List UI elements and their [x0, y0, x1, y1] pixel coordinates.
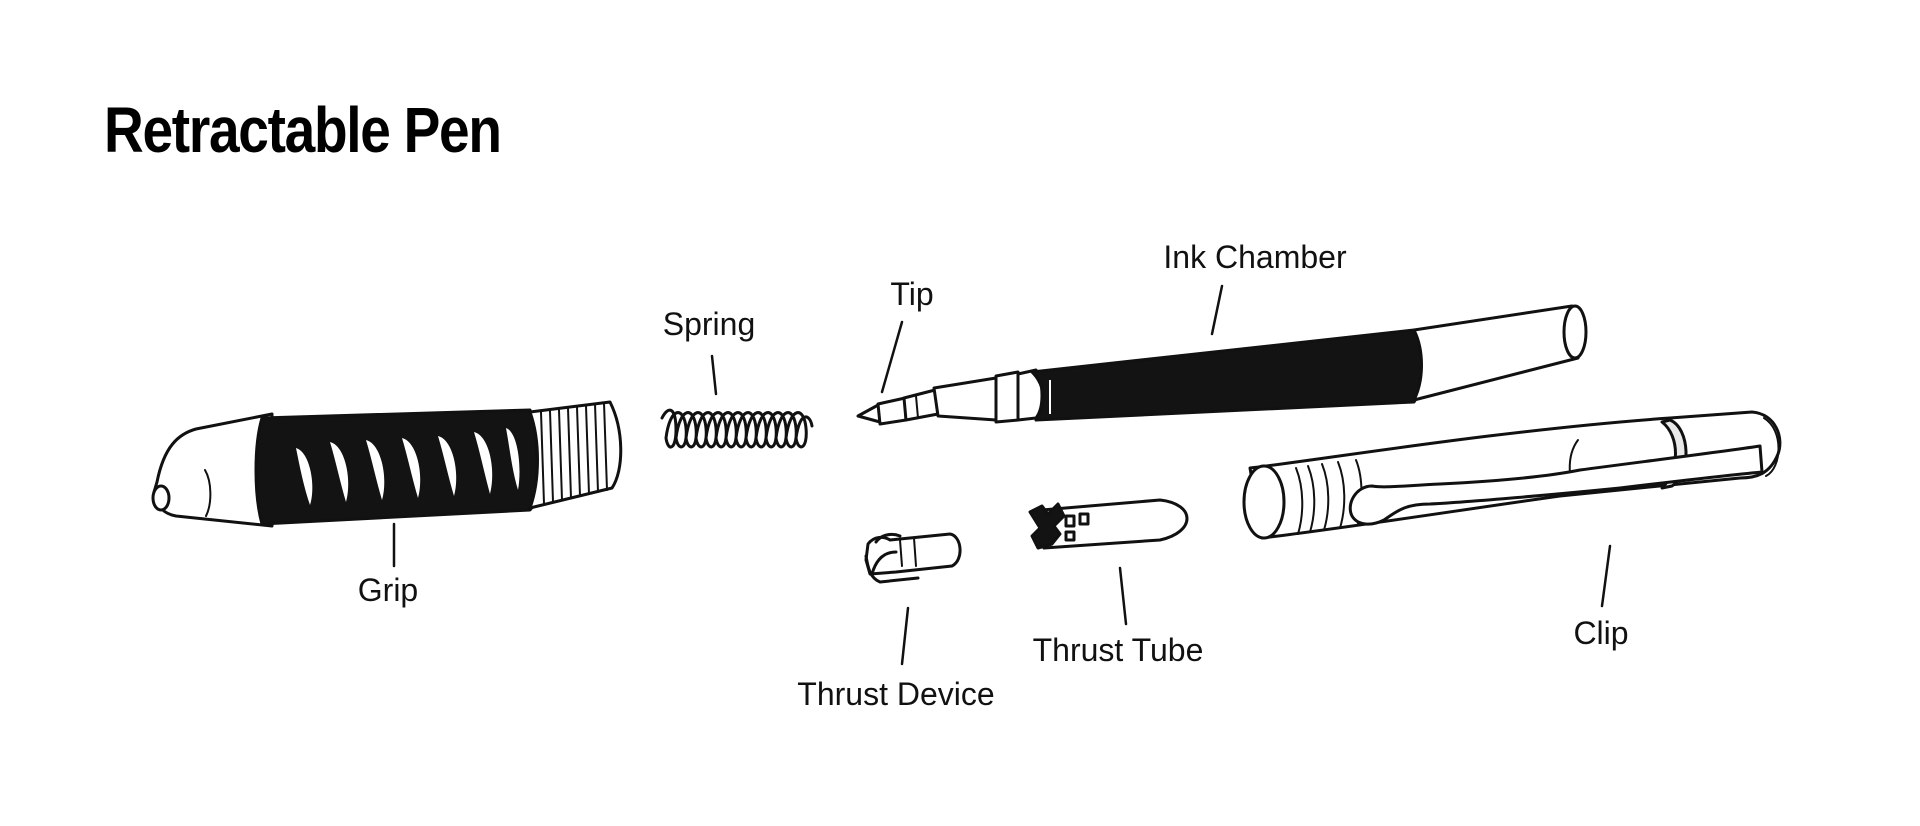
clip-part [1242, 410, 1782, 540]
leader-spring [710, 354, 718, 396]
thrust-device-part [864, 532, 962, 584]
clip-arm [1348, 444, 1764, 526]
label-grip: Grip [357, 572, 419, 608]
diagram-title: Retractable Pen [104, 94, 502, 166]
ink-chamber-barrel [1030, 328, 1425, 422]
ink-chamber-end [1562, 304, 1588, 360]
leader-ink-chamber [1210, 284, 1224, 336]
label-spring: Spring [662, 306, 756, 342]
ink-chamber-part [856, 304, 1588, 426]
leader-clip [1600, 544, 1612, 608]
label-clip: Clip [1573, 615, 1629, 651]
grip-part [151, 400, 623, 528]
leader-thrust-tube [1118, 566, 1128, 626]
leader-thrust-device [900, 606, 910, 666]
grip-rubber-sleeve [254, 408, 539, 526]
thrust-tube-part [1028, 498, 1189, 550]
grip-nose-end [151, 484, 171, 512]
label-tip: Tip [890, 276, 934, 312]
clip-barrel-end [1242, 464, 1286, 540]
label-thrust-device: Thrust Device [797, 676, 995, 712]
spring-part [660, 408, 814, 449]
label-thrust-tube: Thrust Tube [1032, 632, 1204, 668]
grip-windows [296, 428, 520, 505]
leader-tip [880, 320, 904, 394]
tip-cone [856, 402, 882, 424]
label-ink-chamber: Ink Chamber [1163, 239, 1347, 275]
ink-chamber-tube [1412, 304, 1580, 402]
grip-nose [152, 412, 274, 528]
